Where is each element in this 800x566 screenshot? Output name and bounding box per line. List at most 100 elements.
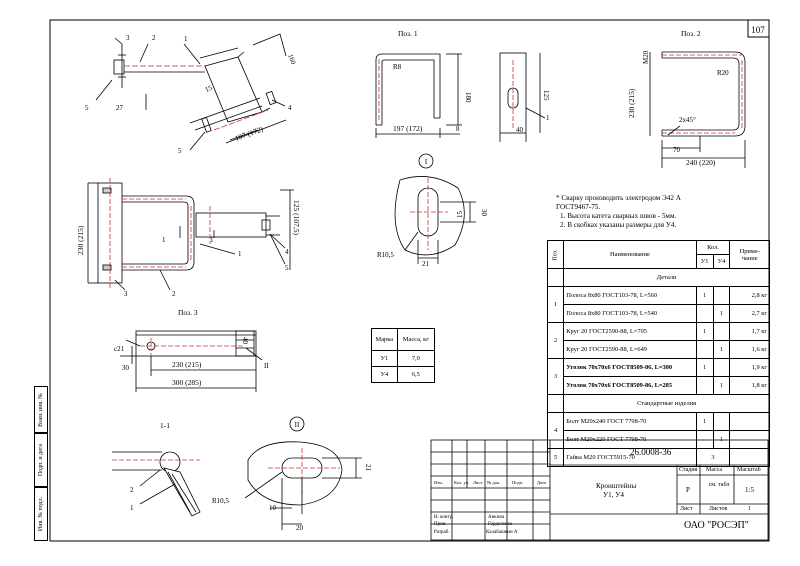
dim-r105-b: R10,5	[212, 497, 229, 505]
table-row: 4 Болт М20х240 ГОСТ 7798-70 1	[546, 412, 770, 449]
spec-u4: 1	[712, 430, 731, 449]
spec-name: Полоса 8х80 ГОСТ103-78, L=560	[563, 286, 697, 305]
callout-4-b: 4	[285, 248, 289, 256]
spec-h-note: Приме-чание	[729, 240, 770, 269]
tb-h-scale: Масштаб	[737, 467, 761, 473]
spec-note: 1,9 кг	[729, 358, 770, 377]
spec-u4	[712, 412, 731, 431]
spec-note: 1,6 кг	[729, 340, 770, 359]
spec-name: Гайка М20 ГОСТ5915-70	[563, 448, 697, 467]
spec-u4	[712, 286, 731, 305]
note-line-1: * Сварку производить электродом Э42 А	[556, 194, 681, 202]
spec-table: Поз. Наименование Кол. Приме-чание У1 У4…	[546, 240, 770, 467]
mass-h-mass: Масса, кг	[396, 328, 436, 351]
callout-3-b: 3	[124, 290, 128, 298]
tb-scale: 1:5	[745, 486, 754, 494]
spec-section-label: Стандартные изделия	[563, 394, 770, 413]
tb-h-mass: Масса	[706, 467, 723, 473]
dim-230-215-a: 230 (215)	[627, 88, 636, 118]
stamp-sign-date: Подп. и дата	[34, 433, 48, 487]
spec-header-1: Поз. Наименование Кол. Приме-чание	[546, 240, 770, 269]
spec-u1	[695, 376, 714, 395]
spec-note	[729, 448, 770, 467]
dim-160: 160	[286, 53, 297, 66]
tb-h-sheets: Листов	[709, 506, 728, 512]
dim-r105-a: R10,5	[377, 251, 394, 259]
dim-m20: M20	[642, 50, 650, 64]
note-line-4: 2. В скобках указаны размеры для У4.	[560, 221, 677, 229]
tb-col-data: Дата	[537, 480, 546, 485]
callout-5-a: 5	[85, 104, 89, 112]
spec-name: Болт М20х240 ГОСТ 7798-70	[563, 412, 697, 431]
callout-2-a: 2	[152, 34, 156, 42]
sheet-number-box	[747, 19, 770, 38]
tb-col-podp: Подп.	[512, 480, 524, 485]
dim-r8: R8	[393, 63, 402, 71]
tb-col-list: Лист	[473, 480, 483, 485]
tb-mass: см. табл	[708, 482, 730, 488]
spec-h-name: Наименование	[563, 240, 697, 269]
section-label: 1-1	[160, 421, 170, 430]
mass-row: У4 6,5	[371, 366, 436, 383]
section-mark-1b: 1	[210, 236, 214, 244]
dim-30-a: 30	[480, 209, 488, 217]
spec-u1: 1	[695, 286, 714, 305]
spec-h-pos: Поз.	[546, 240, 565, 269]
spec-name: Уголок 70х70х6 ГОСТ8509-86, L=285	[563, 376, 697, 395]
view-detail-i	[394, 153, 476, 264]
view-section-1-1	[112, 451, 201, 517]
spec-u1	[695, 340, 714, 359]
dim-21-b: 21	[364, 464, 372, 472]
view-poz2	[649, 51, 746, 168]
spec-name: Полоса 8х80 ГОСТ103-78, L=540	[563, 304, 697, 323]
dim-27: 27	[116, 104, 124, 112]
tb-name-nkontr: Анкина	[488, 515, 505, 520]
dim-30-b: 30	[122, 364, 130, 372]
table-row: Уголок 70х70х6 ГОСТ8509-86, L=285 1 1,8 …	[548, 376, 770, 395]
spec-pos: 3	[546, 358, 565, 395]
dim-15-b: 15	[456, 211, 464, 219]
spec-qty: 3	[695, 448, 731, 467]
dim-197-172-b: 197 (172)	[393, 124, 423, 133]
tb-sheets: 1	[748, 506, 751, 512]
detail-i-label: I	[425, 158, 428, 166]
dim-20: 20	[296, 524, 304, 532]
mass-mark: У4	[371, 366, 398, 383]
view-poz1	[375, 52, 546, 142]
view-front-assembly	[87, 178, 294, 291]
tb-h-sheet: Лист	[680, 506, 693, 512]
tb-col-ndok: № док.	[487, 480, 501, 485]
mass-mark: У1	[371, 350, 398, 367]
dim-300-285: 300 (285)	[172, 378, 202, 387]
sheet-number: 107	[751, 25, 765, 35]
spec-pos: 1	[546, 286, 565, 323]
dim-125: 125	[542, 90, 550, 101]
dim-230-215-c: 230 (215)	[172, 360, 202, 369]
dim-70: 70	[673, 146, 681, 154]
stamp-vzam-inv: Взам. инв. №	[34, 386, 48, 433]
dim-8: 8	[456, 125, 460, 133]
poz3-label: Поз. 3	[178, 308, 198, 317]
tb-col-izm: Изм.	[434, 480, 443, 485]
spec-u1: 1	[695, 412, 714, 431]
dim-240-220: 240 (220)	[686, 158, 716, 167]
dim-180: 180	[464, 92, 472, 103]
spec-note: 2,7 кг	[729, 304, 770, 323]
callout-1-d: 1	[130, 504, 134, 512]
callout-1-b: 1	[546, 114, 550, 122]
dim-10: 10	[269, 504, 277, 512]
mass-table: Марка Масса, кг У1 7,0 У4 6,5	[371, 328, 436, 383]
spec-section-label: Детали	[563, 268, 770, 287]
tb-name-prov: Горделенко	[488, 522, 513, 527]
spec-note: 2,8 кг	[729, 286, 770, 305]
poz2-label: Поз. 2	[681, 29, 701, 38]
spec-u1: 1	[695, 358, 714, 377]
table-row: 5 Гайка М20 ГОСТ5915-70 3	[546, 448, 770, 467]
dim-197-172-a: 197 (172)	[234, 124, 265, 143]
callout-5-c: 5	[285, 264, 289, 272]
callout-2-c: 2	[130, 486, 134, 494]
mass-value: 6,5	[396, 366, 436, 383]
mass-row: У1 7,0	[371, 350, 436, 367]
dim-2x45: 2x45°	[679, 116, 696, 124]
